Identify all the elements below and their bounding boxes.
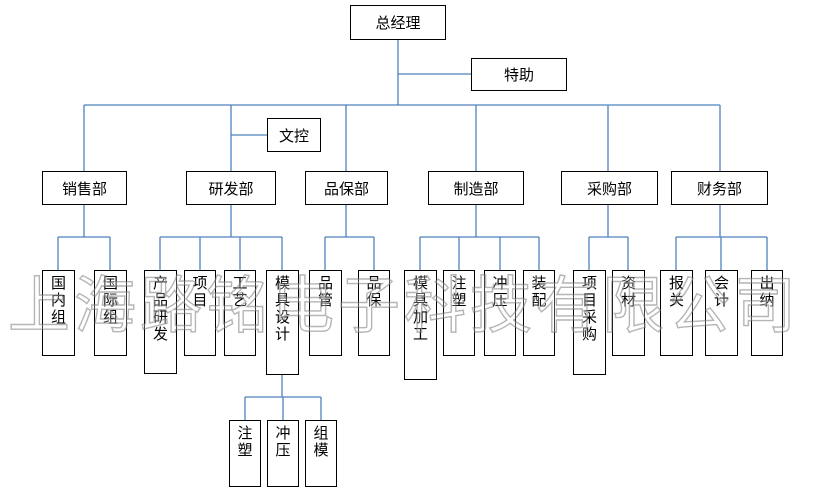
unit-materials: 资材: [612, 270, 645, 356]
unit-domestic: 国内组: [42, 270, 75, 356]
subunit-injection: 注塑: [229, 420, 261, 487]
unit-quality-control: 品管: [309, 270, 342, 356]
dept-qa: 品保部: [305, 171, 388, 205]
unit-quality-assurance: 品保: [358, 270, 390, 356]
unit-product-rd: 产品研发: [144, 270, 177, 374]
unit-project: 项目: [184, 270, 216, 356]
dept-rd: 研发部: [186, 171, 276, 205]
dept-manufacturing: 制造部: [428, 171, 524, 205]
unit-project-purchasing: 项目采购: [573, 270, 606, 375]
unit-mold-design: 模具设计: [266, 270, 299, 375]
ceo-box: 总经理: [350, 5, 446, 40]
unit-mold-processing: 模具加工: [404, 270, 437, 380]
unit-international: 国际组: [94, 270, 127, 356]
dept-purchasing: 采购部: [561, 171, 658, 205]
subunit-mold-assembly: 组模: [305, 420, 337, 487]
unit-injection: 注塑: [443, 270, 475, 356]
unit-accounting: 会计: [705, 270, 738, 356]
subunit-stamping: 冲压: [267, 420, 299, 487]
doc-control-box: 文控: [267, 118, 321, 152]
dept-finance: 财务部: [671, 171, 768, 205]
unit-process: 工艺: [224, 270, 256, 356]
unit-customs: 报关: [660, 270, 693, 356]
assistant-box: 特助: [471, 58, 567, 91]
unit-cashier: 出纳: [751, 270, 783, 356]
dept-sales: 销售部: [42, 171, 127, 205]
unit-assembly: 装配: [523, 270, 555, 356]
unit-stamping: 冲压: [484, 270, 516, 356]
